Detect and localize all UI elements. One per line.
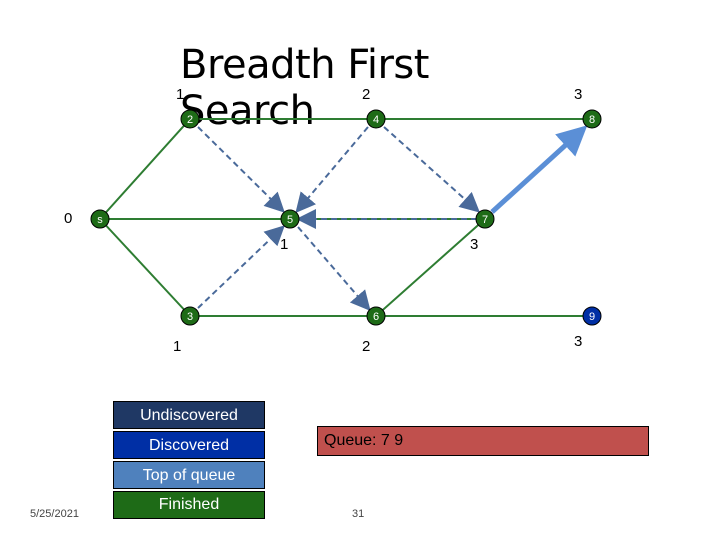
node-9: 9 (582, 306, 602, 326)
edge-4-5 (295, 126, 369, 214)
node-3-label: 3 (187, 311, 193, 323)
node-8: 8 (582, 109, 602, 129)
slide-date: 5/25/2021 (30, 508, 79, 520)
node-4: 4 (366, 109, 386, 129)
queue-status: Queue: 7 9 (317, 426, 649, 456)
node-4-label: 4 (373, 114, 379, 126)
slide-page-number: 31 (352, 508, 365, 520)
distance-label-top-3: 3 (574, 86, 583, 103)
node-3-circle (180, 306, 200, 326)
node-s-label: s (97, 214, 103, 226)
node-9-circle (582, 306, 602, 326)
edge-7-8-current (490, 125, 588, 214)
node-2: 2 (180, 109, 200, 129)
distance-label-bot-2: 2 (362, 338, 371, 355)
node-3: 3 (180, 306, 200, 326)
distance-label-mid-1: 1 (280, 236, 289, 253)
distance-label-bot-3: 3 (574, 333, 583, 350)
node-s-circle (90, 209, 110, 229)
distance-label-s-0: 0 (64, 210, 73, 227)
node-7-label: 7 (482, 214, 488, 226)
edge-6-7 (375, 218, 486, 317)
node-2-label: 2 (187, 114, 193, 126)
node-4-circle (366, 109, 386, 129)
node-8-label: 8 (589, 114, 595, 126)
edge-2-5 (197, 126, 285, 213)
edge-s-3 (99, 218, 191, 317)
node-7-circle (475, 209, 495, 229)
node-6: 6 (366, 306, 386, 326)
node-5-label: 5 (287, 214, 293, 226)
node-6-circle (366, 306, 386, 326)
distance-label-mid-3: 3 (470, 236, 479, 253)
distance-label-bot-1: 1 (173, 338, 182, 355)
node-5-circle (280, 209, 300, 229)
node-6-label: 6 (373, 311, 379, 323)
edge-4-7 (383, 126, 480, 213)
edge-s-2 (99, 118, 191, 220)
node-5: 5 (280, 209, 300, 229)
edge-5-6 (297, 226, 371, 312)
edge-3-5 (197, 225, 285, 309)
node-7: 7 (475, 209, 495, 229)
node-9-label: 9 (589, 311, 595, 323)
legend-discovered: Discovered (113, 431, 265, 459)
distance-label-top-1: 1 (176, 86, 185, 103)
legend-finished: Finished (113, 491, 265, 519)
node-8-circle (582, 109, 602, 129)
slide-title: Breadth First Search (180, 42, 429, 134)
node-s: s (90, 209, 110, 229)
node-2-circle (180, 109, 200, 129)
legend-undiscovered: Undiscovered (113, 401, 265, 429)
distance-label-top-2: 2 (362, 86, 371, 103)
legend-top-of-queue: Top of queue (113, 461, 265, 489)
